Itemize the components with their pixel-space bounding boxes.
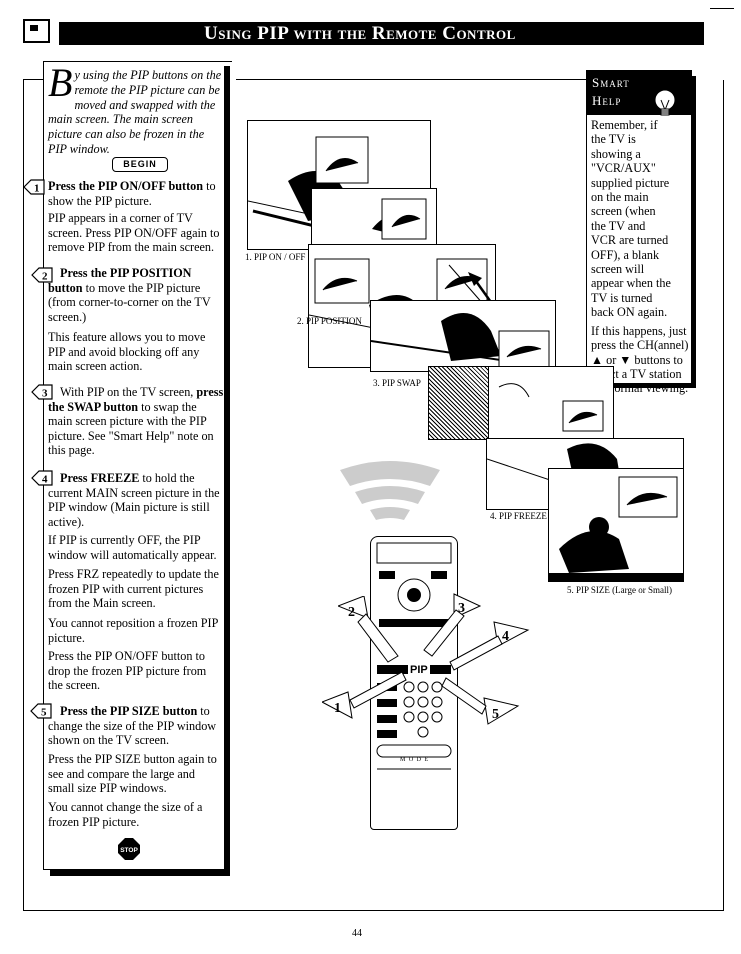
step-1-lead: Press the PIP ON/OFF button: [48, 179, 204, 193]
step-4-lead: Press FREEZE: [60, 471, 140, 485]
step-3-number: 3: [42, 388, 48, 400]
hand-callout-3-icon: 3: [414, 590, 484, 665]
screen-pip-size: [548, 468, 684, 582]
begin-badge: BEGIN: [112, 157, 168, 172]
hand-callout-1-icon: 1: [320, 666, 412, 731]
right-rule: [723, 80, 724, 910]
step-3-text: to swap the main screen picture with the…: [48, 399, 214, 458]
step-1: Press the PIP ON/OFF button to show the …: [48, 179, 224, 208]
smart-help-para-1: Remember, if the TV is showing a "VCR/AU…: [591, 118, 671, 320]
hand-callout-2-icon: 2: [336, 595, 408, 671]
bottom-rule: [23, 910, 724, 911]
caption-pip-size: 5. PIP SIZE (Large or Small): [567, 585, 672, 595]
smart-help-para-2: If this happens, just press the CH(annel…: [591, 323, 689, 396]
instructions-box-top: [43, 61, 232, 62]
step-5-number: 5: [41, 707, 47, 719]
lightbulb-icon: [650, 88, 680, 123]
step-4-note-1: If PIP is currently OFF, the PIP window …: [48, 533, 217, 562]
screen-pip-swap-detail: [488, 366, 614, 440]
smart-help-title-1: Smart: [592, 75, 630, 90]
screen-pip-swap-main: [428, 366, 492, 440]
screen-pip-swap: [370, 300, 556, 372]
instructions-box-left: [43, 61, 44, 870]
corner-mark: [710, 8, 734, 9]
help-box-shadow-right: [690, 76, 696, 388]
smart-help-title-2: Help: [592, 93, 622, 108]
callout-4-number: 4: [502, 629, 509, 644]
smart-help-header: Smart Help: [586, 70, 691, 115]
step-5-marker: 5: [29, 702, 53, 720]
page-title: Using PIP with the Remote Control: [59, 22, 704, 45]
caption-pip-on-off: 1. PIP ON / OFF: [245, 252, 306, 262]
step-5-note-2: You cannot change the size of a frozen P…: [48, 800, 203, 829]
step-2-marker: 2: [30, 266, 54, 284]
step-2: Press the PIP POSITION button to move th…: [48, 266, 224, 324]
step-5-text: to change the size of the PIP window sho…: [48, 704, 217, 747]
step-4-number: 4: [42, 474, 48, 486]
step-1-marker: 1: [22, 178, 46, 196]
step-3: With PIP on the TV screen, press the SWA…: [48, 385, 224, 458]
step-5-lead: Press the PIP SIZE button: [60, 704, 198, 718]
intro-text: y using the PIP buttons on the remote th…: [48, 68, 222, 156]
smart-help-text: Remember, if the TV is showing a "VCR/AU…: [591, 118, 689, 396]
step-4: Press FREEZE to hold the current MAIN sc…: [48, 471, 224, 529]
caption-pip-freeze: 4. PIP FREEZE: [490, 511, 547, 521]
step-2-note: This feature allows you to move PIP and …: [48, 330, 206, 373]
step-4-note-4: Press the PIP ON/OFF button to drop the …: [48, 649, 207, 692]
step-2-text: to move the PIP picture (from corner-to-…: [48, 280, 211, 324]
middle-top-rule: [236, 79, 586, 80]
remote-pip-label: PIP: [408, 664, 430, 676]
help-box-shadow-bottom: [592, 382, 696, 388]
step-5: Press the PIP SIZE button to change the …: [48, 704, 224, 748]
callout-1-number: 1: [334, 701, 341, 716]
step-2-number: 2: [42, 271, 48, 283]
step-1-note: PIP appears in a corner of TV screen. Pr…: [48, 211, 220, 254]
step-1-number: 1: [34, 183, 40, 195]
ir-signal-icon: [330, 460, 450, 535]
stop-sign-label: STOP: [120, 847, 138, 854]
hand-callout-4-icon: 4: [440, 616, 530, 681]
instructions-box-bottom: [43, 869, 225, 870]
left-top-rule: [23, 79, 43, 80]
page-number: 44: [352, 928, 362, 939]
stop-sign-icon: STOP: [118, 838, 140, 860]
step-2-lead: Press the PIP POSITION button: [48, 266, 192, 295]
step-1-text: to show the PIP picture.: [48, 179, 216, 208]
step-4-note-2: Press FRZ repeatedly to update the froze…: [48, 567, 219, 610]
caption-pip-position: 2. PIP POSITION: [297, 316, 362, 326]
callout-5-number: 5: [492, 707, 499, 722]
remote-mode-label: M O D E: [400, 757, 430, 763]
smart-help-box: [586, 70, 692, 384]
callout-2-number: 2: [348, 605, 355, 620]
callout-3-number: 3: [458, 601, 465, 616]
hand-callout-5-icon: 5: [440, 672, 530, 737]
step-5-note-1: Press the PIP SIZE button again to see a…: [48, 752, 217, 795]
step-4-text: to hold the current MAIN screen picture …: [48, 471, 220, 529]
step-3-pre: With PIP on the TV screen,: [60, 385, 197, 399]
left-rule: [23, 80, 24, 910]
instructions-box-shadow-bottom: [50, 870, 230, 876]
step-4-marker: 4: [30, 469, 54, 487]
step-3-lead: press the SWAP button: [48, 385, 224, 414]
step-4-note-3: You cannot reposition a frozen PIP pictu…: [48, 616, 218, 645]
pip-window-1: [311, 188, 437, 250]
caption-pip-swap: 3. PIP SWAP: [373, 378, 421, 388]
drop-cap: B: [48, 60, 73, 105]
instructions-box-shadow-right: [224, 66, 230, 876]
step-3-marker: 3: [30, 383, 54, 401]
pip-icon: [23, 19, 50, 43]
